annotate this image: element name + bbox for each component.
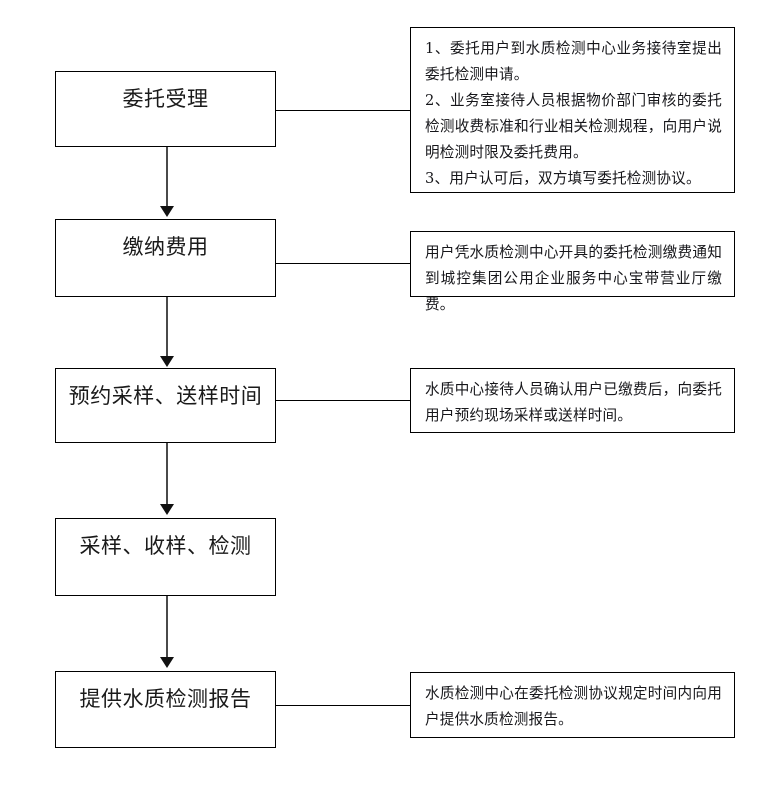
- process-label-step-1: 委托受理: [122, 87, 209, 111]
- note-text-step-3: 水质中心接待人员确认用户已缴费后，向委托用户预约现场采样或送样时间。: [425, 381, 722, 424]
- arrow-head-step-1-to-step-2: [160, 206, 174, 217]
- process-box-step-5[interactable]: 提供水质检测报告: [55, 671, 276, 748]
- connector-step-3-to-note: [276, 400, 410, 401]
- process-label-step-5: 提供水质检测报告: [79, 687, 252, 711]
- note-text-step-5: 水质检测中心在委托检测协议规定时间内向用户提供水质检测报告。: [425, 685, 722, 728]
- process-box-step-4[interactable]: 采样、收样、检测: [55, 518, 276, 596]
- process-label-step-3: 预约采样、送样时间: [68, 384, 263, 408]
- process-box-step-3[interactable]: 预约采样、送样时间: [55, 368, 276, 443]
- connector-step-1-to-note: [276, 110, 410, 111]
- process-label-step-2: 缴纳费用: [122, 235, 209, 259]
- process-box-step-1[interactable]: 委托受理: [55, 71, 276, 147]
- process-label-step-4: 采样、收样、检测: [79, 534, 252, 558]
- process-box-step-2[interactable]: 缴纳费用: [55, 219, 276, 297]
- note-text-step-1: 1、委托用户到水质检测中心业务接待室提出委托检测申请。 2、业务室接待人员根据物…: [425, 40, 722, 187]
- arrow-head-step-4-to-step-5: [160, 657, 174, 668]
- note-box-step-5[interactable]: 水质检测中心在委托检测协议规定时间内向用户提供水质检测报告。: [410, 672, 735, 738]
- arrow-line-step-3-to-step-4: [166, 443, 168, 505]
- arrow-head-step-2-to-step-3: [160, 356, 174, 367]
- arrow-line-step-1-to-step-2: [166, 147, 168, 207]
- note-box-step-3[interactable]: 水质中心接待人员确认用户已缴费后，向委托用户预约现场采样或送样时间。: [410, 368, 735, 433]
- arrow-line-step-2-to-step-3: [166, 297, 168, 357]
- arrow-line-step-4-to-step-5: [166, 596, 168, 658]
- arrow-head-step-3-to-step-4: [160, 504, 174, 515]
- note-text-step-2: 用户凭水质检测中心开具的委托检测缴费通知到城控集团公用企业服务中心宝带营业厅缴费…: [425, 244, 722, 313]
- note-box-step-2[interactable]: 用户凭水质检测中心开具的委托检测缴费通知到城控集团公用企业服务中心宝带营业厅缴费…: [410, 231, 735, 313]
- connector-step-2-to-note: [276, 263, 410, 264]
- connector-step-5-to-note: [276, 705, 410, 706]
- note-box-step-1[interactable]: 1、委托用户到水质检测中心业务接待室提出委托检测申请。 2、业务室接待人员根据物…: [410, 27, 735, 193]
